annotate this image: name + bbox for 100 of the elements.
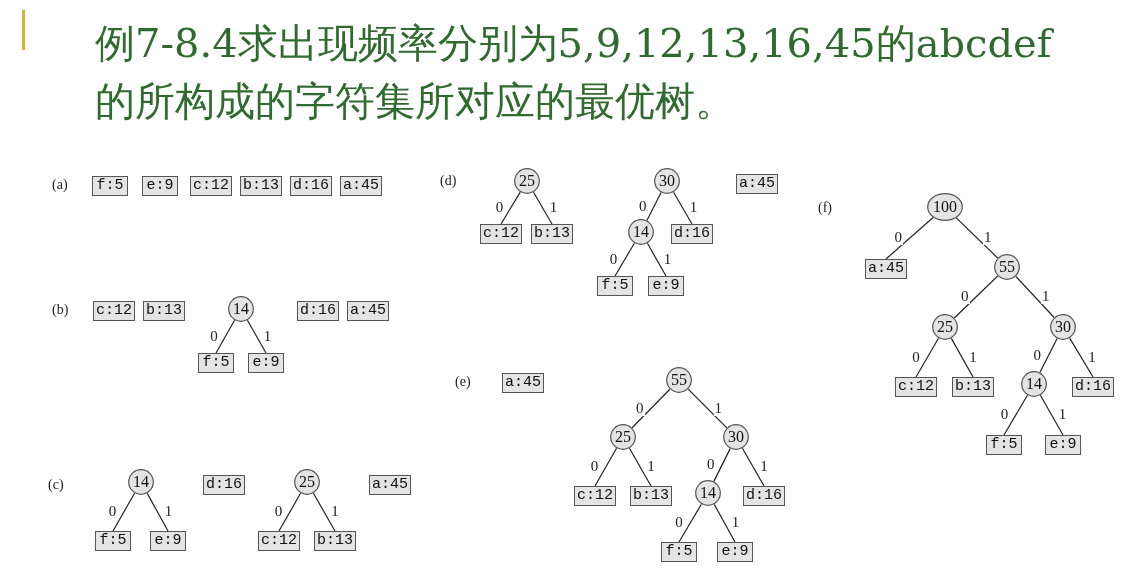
leaf-box: e:9 xyxy=(150,531,186,551)
tree-edge xyxy=(1015,275,1055,319)
tree-edge xyxy=(885,216,934,260)
leaf-box: b:13 xyxy=(314,531,356,551)
title: 例7-8.4求出现频率分别为5,9,12,13,16,45的abcdef的所构成的字符集所对应的最优树。 xyxy=(95,19,1055,126)
leaf-box: b:13 xyxy=(143,301,185,321)
panel-label: (e) xyxy=(455,374,471,390)
leaf-box: c:12 xyxy=(190,176,232,196)
edge-label: 1 xyxy=(662,251,673,267)
edge-label: 1 xyxy=(262,328,273,344)
tree-edge xyxy=(628,447,652,487)
tree-edge xyxy=(532,191,553,225)
tree-node-circle: 14 xyxy=(228,296,254,322)
tree-node-circle: 14 xyxy=(128,469,154,495)
leaf-box: f:5 xyxy=(95,531,131,551)
tree-edge xyxy=(146,492,169,532)
edge-label: 1 xyxy=(1041,289,1051,304)
tree-edge xyxy=(500,191,521,225)
tree-node-circle: 14 xyxy=(1021,371,1047,397)
tree-edge xyxy=(215,319,236,354)
leaf-box: b:13 xyxy=(240,176,282,196)
leaf-box: b:13 xyxy=(630,486,672,506)
leaf-box: f:5 xyxy=(198,353,234,373)
tree-edge xyxy=(713,503,736,543)
leaf-box: d:16 xyxy=(743,486,785,506)
edge-label: 1 xyxy=(713,400,723,416)
leaf-box: b:13 xyxy=(531,224,573,244)
leaf-box: e:9 xyxy=(1045,435,1081,455)
tree-edge xyxy=(614,242,635,277)
tree-edge xyxy=(741,447,765,487)
leaf-box: a:45 xyxy=(736,174,778,194)
tree-node-circle: 25 xyxy=(932,314,958,340)
tree-edge xyxy=(646,242,667,277)
leaf-box: a:45 xyxy=(502,373,544,393)
tree-edge xyxy=(646,192,662,221)
tree-edge xyxy=(950,337,974,378)
tree-node-circle: 25 xyxy=(610,424,636,450)
leaf-box: f:5 xyxy=(986,435,1022,455)
tree-edge xyxy=(312,492,336,532)
leaf-box: a:45 xyxy=(347,301,389,321)
tree-node-circle: 30 xyxy=(723,424,749,450)
tree-edge xyxy=(678,503,702,543)
edge-label: 1 xyxy=(968,349,978,365)
edge-label: 1 xyxy=(982,229,993,245)
edge-label: 0 xyxy=(638,198,648,214)
leaf-box: e:9 xyxy=(142,176,178,196)
tree-edge xyxy=(687,388,728,429)
edge-label: 0 xyxy=(209,328,219,344)
leaf-box: e:9 xyxy=(717,542,753,562)
tree-node-circle: 55 xyxy=(994,254,1020,280)
panel-label: (b) xyxy=(52,302,69,318)
leaf-box: f:5 xyxy=(92,176,128,196)
leaf-box: d:16 xyxy=(671,224,713,244)
tree-edge xyxy=(1069,337,1094,378)
tree-node-circle: 55 xyxy=(666,367,692,393)
tree-edge xyxy=(1039,394,1064,436)
leaf-box: c:12 xyxy=(574,486,616,506)
tree-edge xyxy=(594,447,618,487)
tree-node-circle: 14 xyxy=(628,219,654,245)
edge-label: 0 xyxy=(960,289,970,304)
leaf-box: d:16 xyxy=(290,176,332,196)
edge-label: 1 xyxy=(1087,349,1097,365)
tree-edge xyxy=(246,319,267,354)
leaf-box: d:16 xyxy=(203,475,245,495)
leaf-box: c:12 xyxy=(93,301,135,321)
tree-edge xyxy=(112,492,136,532)
tree-node-circle: 25 xyxy=(294,469,320,495)
edge-label: 0 xyxy=(608,251,619,267)
tree-edge xyxy=(955,217,999,259)
tree-edge xyxy=(1003,394,1028,436)
leaf-box: e:9 xyxy=(648,276,684,296)
leaf-box: f:5 xyxy=(661,542,697,562)
tree-node-circle: 14 xyxy=(695,480,721,506)
tree-edge xyxy=(713,448,731,482)
leaf-box: a:45 xyxy=(369,475,411,495)
leaf-box: d:16 xyxy=(1072,377,1114,397)
panel-label: (a) xyxy=(52,177,68,193)
tree-edge xyxy=(672,191,693,225)
tree-node-circle: 30 xyxy=(654,168,680,194)
edge-label: 0 xyxy=(706,457,716,472)
leaf-box: c:12 xyxy=(258,531,300,551)
panel-label: (d) xyxy=(440,173,457,189)
leaf-box: a:45 xyxy=(865,259,907,279)
tree-edge xyxy=(278,492,302,532)
tree-node-circle: 30 xyxy=(1050,314,1076,340)
leaf-box: f:5 xyxy=(597,276,633,296)
leaf-box: d:16 xyxy=(297,301,339,321)
tree-edge xyxy=(953,275,999,319)
edge-label: 0 xyxy=(893,230,904,246)
tree-node-circle: 100 xyxy=(927,193,963,221)
tree-node-circle: 25 xyxy=(514,168,540,194)
leaf-box: b:13 xyxy=(952,377,994,397)
panel-label: (f) xyxy=(818,200,832,216)
edge-label: 0 xyxy=(911,349,921,365)
leaf-box: c:12 xyxy=(895,377,937,397)
tree-edge xyxy=(631,388,671,429)
leaf-box: c:12 xyxy=(480,224,522,244)
tree-edge xyxy=(915,337,940,378)
tree-edge xyxy=(1039,338,1058,373)
edge-label: 0 xyxy=(635,400,645,416)
